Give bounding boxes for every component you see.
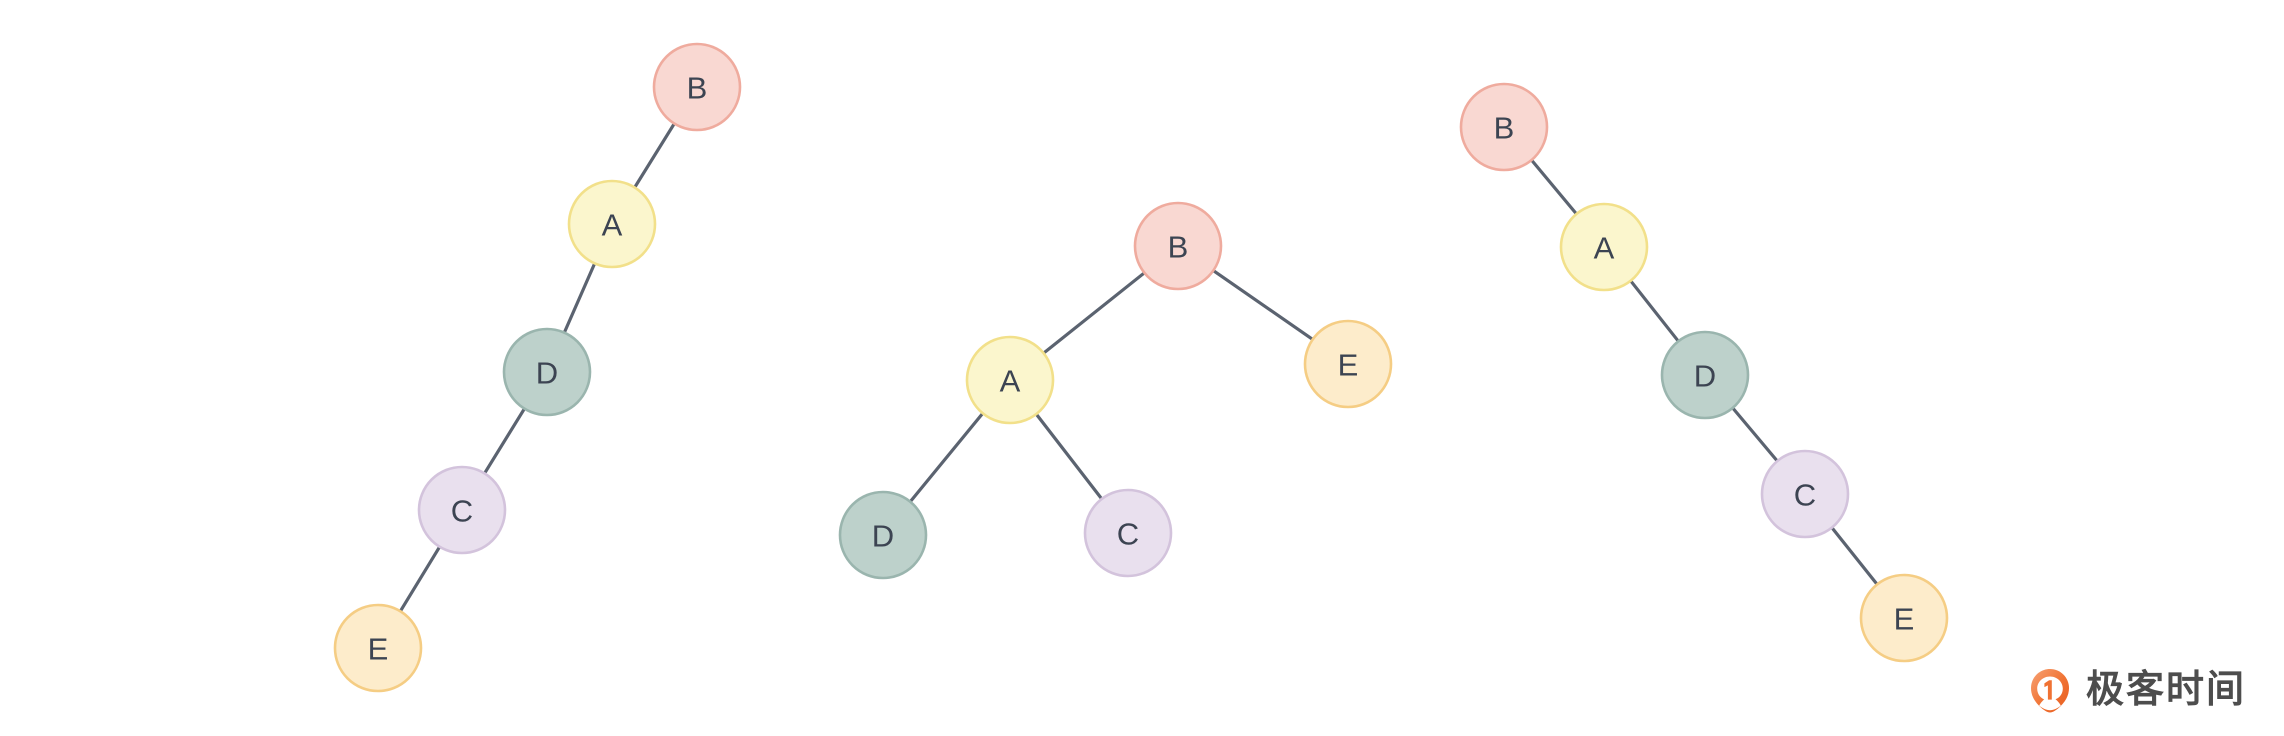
- tree-node[interactable]: C: [417, 465, 507, 555]
- tree-node[interactable]: E: [1859, 573, 1949, 663]
- tree-edge: [1528, 156, 1580, 218]
- tree-edge: [1828, 524, 1881, 588]
- tree-node[interactable]: B: [1133, 201, 1223, 291]
- tree-node[interactable]: B: [1459, 82, 1549, 172]
- tree-node[interactable]: A: [965, 335, 1055, 425]
- tree-edge: [397, 543, 443, 615]
- tree-edge: [907, 410, 986, 505]
- edges-layer: [397, 120, 1881, 615]
- tree-node[interactable]: C: [1083, 488, 1173, 578]
- tree-node[interactable]: E: [1303, 319, 1393, 409]
- geektime-logo-icon: [2030, 669, 2069, 713]
- tree-edge: [1033, 410, 1105, 503]
- node-circle-a[interactable]: [567, 179, 657, 269]
- node-circle-c[interactable]: [1760, 449, 1850, 539]
- tree-edge: [561, 259, 598, 337]
- tree-node[interactable]: A: [567, 179, 657, 269]
- tree-edge: [1210, 267, 1316, 343]
- tree-edge: [481, 405, 528, 477]
- tree-node[interactable]: D: [838, 490, 928, 580]
- node-circle-a[interactable]: [1559, 202, 1649, 292]
- watermark: 极客时间: [2026, 666, 2246, 714]
- tree-edge: [1729, 404, 1781, 465]
- tree-node[interactable]: B: [652, 42, 742, 132]
- node-circle-a[interactable]: [965, 335, 1055, 425]
- node-circle-b[interactable]: [652, 42, 742, 132]
- tree-edge: [632, 120, 677, 191]
- node-circle-e[interactable]: [1859, 573, 1949, 663]
- tree-node[interactable]: E: [333, 603, 423, 693]
- node-circle-d[interactable]: [1660, 330, 1750, 420]
- node-circle-c[interactable]: [417, 465, 507, 555]
- tree-node[interactable]: A: [1559, 202, 1649, 292]
- node-circle-b[interactable]: [1133, 201, 1223, 291]
- tree-node[interactable]: C: [1760, 449, 1850, 539]
- tree-edge: [1627, 277, 1682, 345]
- tree-edge: [1040, 269, 1148, 357]
- watermark-text: 极客时间: [2085, 669, 2246, 711]
- node-circle-e[interactable]: [333, 603, 423, 693]
- node-circle-c[interactable]: [1083, 488, 1173, 578]
- node-circle-d[interactable]: [502, 327, 592, 417]
- tree-node[interactable]: D: [502, 327, 592, 417]
- node-circle-e[interactable]: [1303, 319, 1393, 409]
- node-circle-d[interactable]: [838, 490, 928, 580]
- node-circle-b[interactable]: [1459, 82, 1549, 172]
- tree-node[interactable]: D: [1660, 330, 1750, 420]
